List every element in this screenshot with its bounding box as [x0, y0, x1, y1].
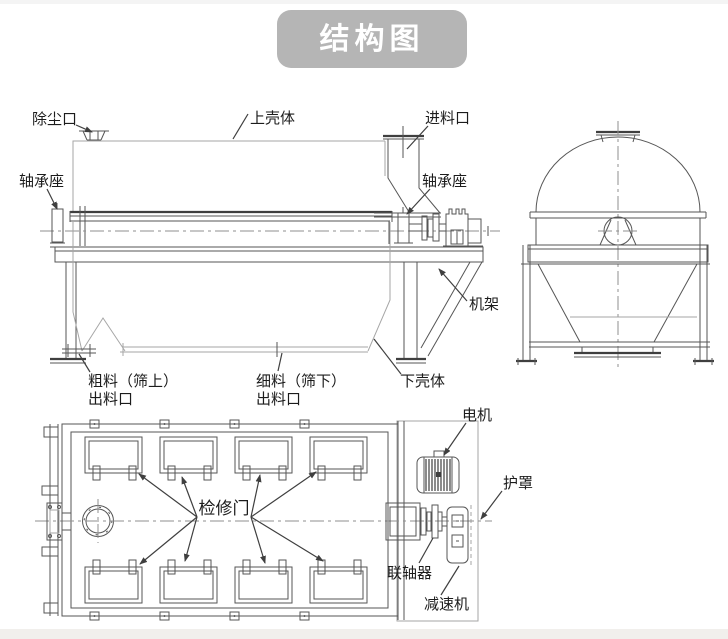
title-badge-text: 结构图	[320, 23, 425, 56]
plan-bearing-left	[46, 502, 71, 541]
end-hopper-bottom	[529, 341, 710, 348]
drive-train-side	[409, 208, 489, 247]
label-guard: 护罩	[503, 475, 533, 492]
reducer-drawing	[446, 506, 469, 564]
frame-legs	[65, 262, 418, 358]
dust-port-fitting	[79, 130, 109, 141]
inspection-door	[84, 436, 143, 481]
coarse-outlet-flange	[62, 344, 96, 357]
inspection-door	[84, 559, 143, 604]
label-coarse-outlet-line2: 出料口	[88, 391, 133, 408]
upper-casing-outline	[72, 140, 386, 212]
end-feet-ticks	[517, 358, 713, 365]
label-fine-outlet-line1: 细料（筛下）	[256, 373, 346, 390]
dome-base-band	[529, 211, 707, 245]
end-frame-beam	[527, 244, 709, 263]
label-bearing-seat-left: 轴承座	[19, 173, 64, 190]
fine-outlet-chute	[120, 343, 368, 356]
leader-bearing-seat-right	[406, 188, 431, 215]
label-reducer: 减速机	[424, 596, 469, 613]
leader-motor	[443, 422, 467, 456]
top-strip	[0, 0, 728, 4]
plan-view: 检修门 电机 护罩 联轴器 减速机	[35, 407, 533, 622]
left-flange-tab-mid2	[41, 546, 59, 557]
bearing-seat-right-drawing	[394, 207, 413, 248]
leader-dust-port	[75, 124, 93, 133]
leader-lower-casing	[373, 338, 402, 375]
lower-casing-walls	[72, 222, 391, 352]
label-dust-port: 除尘口	[32, 111, 77, 128]
leader-fine-outlet	[277, 352, 283, 372]
label-coupling: 联轴器	[387, 565, 432, 582]
shaft-cradle	[599, 219, 637, 246]
label-lower-casing: 下壳体	[400, 373, 445, 390]
leader-coarse-outlet	[78, 353, 91, 373]
end-legs	[522, 245, 708, 360]
leader-upper-casing	[232, 113, 249, 140]
left-flange-tab-top	[43, 426, 59, 438]
leader-bearing-seat-left	[46, 188, 58, 210]
end-hopper-walls	[521, 263, 710, 343]
label-motor: 电机	[462, 407, 492, 424]
leader-frame	[438, 268, 468, 302]
frame-beam	[54, 246, 484, 263]
title-badge: 结构图	[277, 10, 467, 68]
inspection-door	[309, 436, 368, 481]
inspection-door	[309, 559, 368, 604]
bearing-seat-left-drawing	[50, 203, 65, 248]
label-inspection-door: 检修门	[199, 499, 250, 518]
leader-coupling	[418, 537, 434, 564]
inspection-door	[159, 436, 218, 481]
side-view: 除尘口 上壳体 进料口 轴承座 轴承座 机架 粗料（筛上） 出料口 细料（筛下）…	[19, 110, 500, 408]
plan-outer-rect	[61, 423, 399, 617]
plan-bearing-right-inner	[389, 506, 417, 537]
left-flange-tab-mid1	[41, 485, 59, 496]
leader-reducer	[440, 565, 460, 596]
frame-braces	[420, 261, 483, 357]
label-feed-inlet: 进料口	[425, 110, 470, 127]
coupling-drawing	[420, 504, 447, 539]
label-bearing-seat-right: 轴承座	[422, 173, 467, 190]
left-flange-tab-bottom	[43, 602, 59, 614]
inspection-door-leaders	[138, 471, 324, 565]
label-frame: 机架	[469, 296, 499, 313]
end-outlet-sides	[581, 347, 654, 352]
end-view	[516, 121, 714, 368]
motor-drawing	[416, 450, 460, 494]
title-badge-bg	[277, 10, 467, 68]
dome	[535, 136, 701, 213]
leader-feed-inlet	[406, 125, 429, 150]
plan-casing-rect	[70, 431, 389, 609]
label-fine-outlet-line2: 出料口	[256, 391, 301, 408]
plan-bearing-right-outer	[385, 502, 421, 541]
bottom-strip	[0, 629, 728, 639]
label-coarse-outlet-line1: 粗料（筛上）	[88, 373, 178, 390]
inspection-door	[234, 436, 293, 481]
leader-guard	[480, 490, 503, 520]
label-upper-casing: 上壳体	[250, 110, 295, 127]
inspection-door	[159, 559, 218, 604]
inspection-door	[234, 559, 293, 604]
